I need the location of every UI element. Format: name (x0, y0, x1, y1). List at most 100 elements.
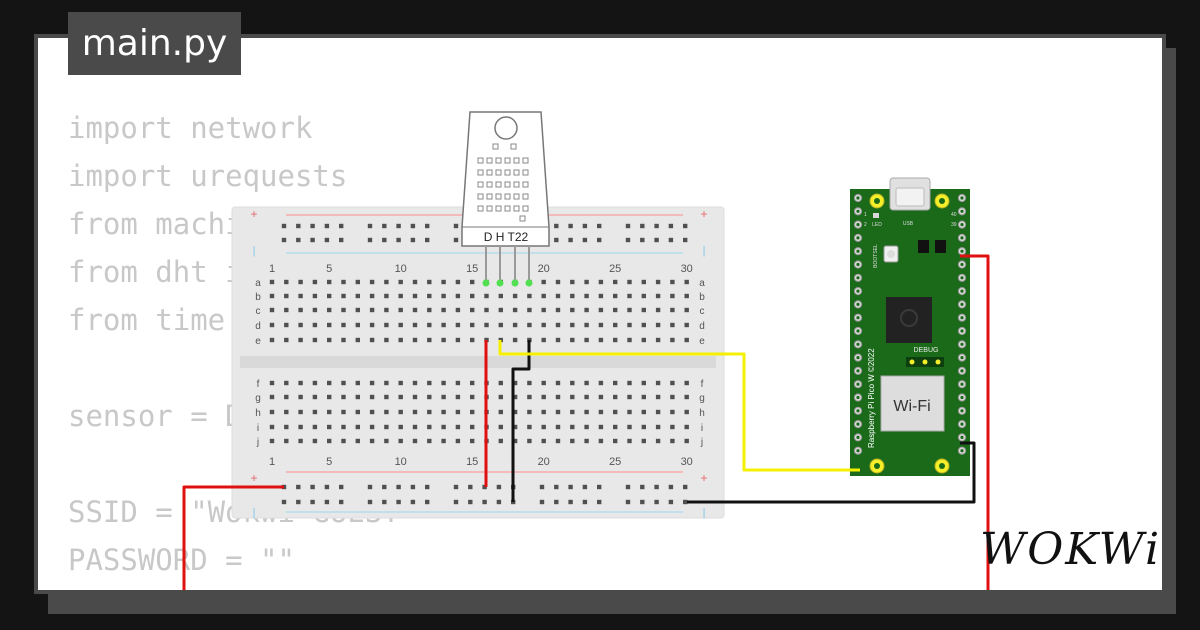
breadboard-hole[interactable] (470, 322, 475, 328)
breadboard-hole[interactable] (627, 337, 632, 343)
breadboard-hole[interactable] (598, 380, 604, 386)
breadboard-hole[interactable] (341, 424, 346, 430)
breadboard-hole[interactable] (584, 307, 589, 313)
breadboard-hole[interactable] (541, 307, 546, 313)
breadboard-hole[interactable] (668, 499, 674, 505)
breadboard-hole[interactable] (655, 337, 661, 343)
breadboard-hole[interactable] (613, 394, 618, 400)
breadboard-hole[interactable] (570, 337, 575, 343)
breadboard-hole[interactable] (554, 499, 559, 505)
breadboard-hole[interactable] (298, 293, 303, 299)
breadboard-hole[interactable] (498, 424, 503, 430)
breadboard-hole[interactable] (453, 484, 459, 490)
breadboard-hole[interactable] (584, 394, 589, 400)
breadboard-hole[interactable] (398, 322, 403, 328)
breadboard-hole[interactable] (384, 279, 389, 285)
breadboard-hole[interactable] (339, 237, 344, 243)
breadboard-hole[interactable] (597, 499, 602, 505)
breadboard-hole[interactable] (683, 237, 688, 243)
breadboard-hole[interactable] (455, 279, 461, 285)
breadboard-hole[interactable] (427, 438, 432, 444)
breadboard-hole[interactable] (341, 380, 346, 386)
breadboard-hole[interactable] (310, 499, 315, 505)
breadboard-hole[interactable] (555, 438, 561, 444)
breadboard-hole[interactable] (412, 424, 418, 430)
file-tab[interactable]: main.py (68, 12, 241, 75)
breadboard-hole[interactable] (627, 394, 632, 400)
breadboard-hole[interactable] (412, 380, 418, 386)
breadboard-hole[interactable] (512, 307, 518, 313)
breadboard-hole[interactable] (597, 237, 602, 243)
breadboard-hole[interactable] (398, 424, 403, 430)
breadboard-hole[interactable] (625, 484, 631, 490)
breadboard-hole[interactable] (327, 409, 332, 415)
breadboard-hole[interactable] (284, 307, 289, 313)
breadboard-hole[interactable] (683, 223, 688, 229)
breadboard-hole[interactable] (310, 484, 315, 490)
breadboard-hole[interactable] (284, 322, 289, 328)
breadboard-hole[interactable] (670, 337, 675, 343)
breadboard-hole[interactable] (670, 409, 675, 415)
breadboard-hole[interactable] (298, 322, 303, 328)
breadboard-hole[interactable] (470, 293, 475, 299)
breadboard-hole[interactable] (570, 394, 575, 400)
breadboard-hole[interactable] (555, 409, 561, 415)
breadboard-hole[interactable] (655, 380, 661, 386)
breadboard-hole[interactable] (453, 237, 459, 243)
breadboard-hole[interactable] (382, 499, 387, 505)
breadboard-hole[interactable] (555, 380, 561, 386)
breadboard-hole[interactable] (555, 337, 561, 343)
breadboard-hole[interactable] (412, 322, 418, 328)
breadboard-hole[interactable] (369, 394, 375, 400)
breadboard-hole[interactable] (684, 424, 689, 430)
breadboard-hole[interactable] (541, 337, 546, 343)
breadboard-hole[interactable] (498, 394, 503, 400)
breadboard-hole[interactable] (341, 409, 346, 415)
breadboard-hole[interactable] (412, 279, 418, 285)
breadboard-hole[interactable] (641, 424, 646, 430)
breadboard-hole[interactable] (584, 438, 589, 444)
breadboard-hole[interactable] (269, 438, 275, 444)
breadboard-hole[interactable] (570, 279, 575, 285)
breadboard-hole[interactable] (598, 424, 604, 430)
breadboard-hole[interactable] (470, 438, 475, 444)
breadboard-hole[interactable] (568, 223, 573, 229)
breadboard-hole[interactable] (455, 424, 461, 430)
breadboard-hole[interactable] (684, 337, 689, 343)
breadboard-hole[interactable] (527, 293, 532, 299)
breadboard-hole[interactable] (512, 394, 518, 400)
breadboard-hole[interactable] (327, 424, 332, 430)
breadboard-hole[interactable] (554, 223, 559, 229)
breadboard-hole[interactable] (670, 380, 675, 386)
breadboard-hole[interactable] (568, 499, 573, 505)
breadboard-hole[interactable] (541, 279, 546, 285)
breadboard-hole[interactable] (613, 279, 618, 285)
breadboard-hole[interactable] (341, 438, 346, 444)
breadboard-hole[interactable] (584, 322, 589, 328)
breadboard-hole[interactable] (640, 237, 645, 243)
breadboard-hole[interactable] (355, 409, 360, 415)
breadboard-hole[interactable] (654, 237, 659, 243)
breadboard-hole[interactable] (441, 293, 446, 299)
black-wire-gnd[interactable] (687, 441, 976, 504)
breadboard-hole[interactable] (568, 484, 573, 490)
breadboard-hole[interactable] (684, 409, 689, 415)
breadboard-hole[interactable] (412, 293, 418, 299)
breadboard-hole[interactable] (327, 293, 332, 299)
breadboard-hole[interactable] (598, 337, 604, 343)
breadboard-hole[interactable] (425, 499, 430, 505)
breadboard-hole[interactable] (412, 307, 418, 313)
breadboard-hole[interactable] (427, 337, 432, 343)
breadboard-hole[interactable] (625, 237, 631, 243)
breadboard-hole[interactable] (582, 499, 588, 505)
breadboard-hole[interactable] (324, 484, 330, 490)
breadboard-hole[interactable] (269, 322, 275, 328)
breadboard-hole[interactable] (327, 279, 332, 285)
breadboard-hole[interactable] (312, 438, 318, 444)
breadboard-hole[interactable] (410, 223, 416, 229)
breadboard-hole[interactable] (269, 409, 275, 415)
breadboard-hole[interactable] (367, 223, 373, 229)
breadboard-hole[interactable] (613, 293, 618, 299)
breadboard-hole[interactable] (512, 380, 518, 386)
